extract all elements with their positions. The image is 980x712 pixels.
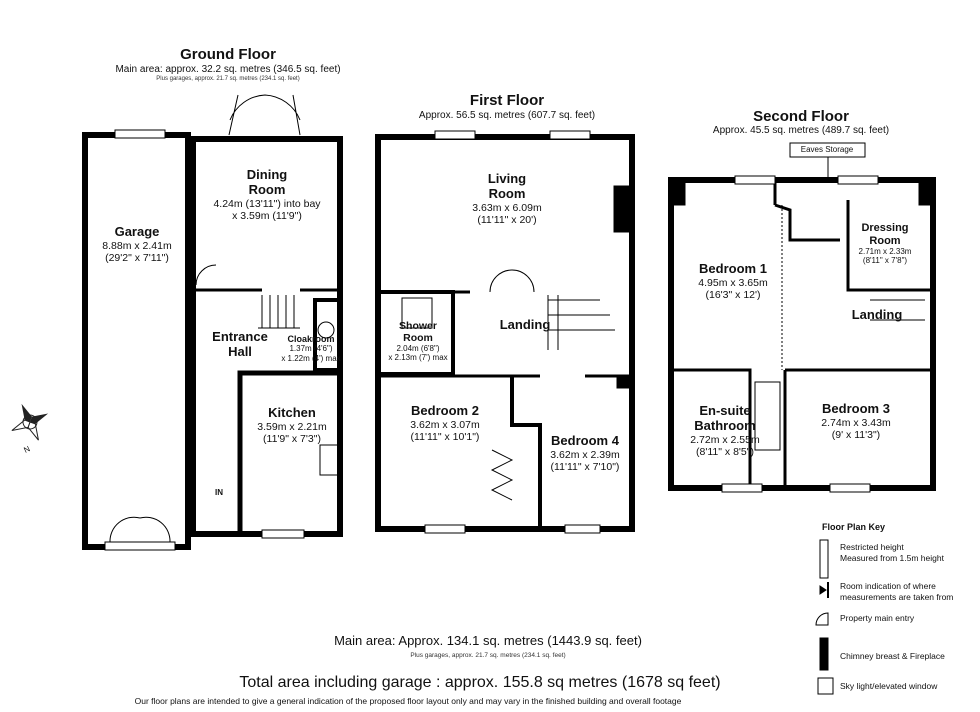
key-icons (815, 539, 834, 695)
compass-icon (11, 403, 49, 441)
measurement-indicator-icon (819, 582, 829, 598)
key-title: Floor Plan Key (822, 522, 886, 532)
key-measurement-indicator: Room indication of where measurements ar… (840, 581, 954, 603)
main-entry-icon (815, 612, 829, 626)
entry-label: IN (215, 488, 223, 497)
key-chimney: Chimney breast & Fireplace (840, 651, 945, 661)
key-skylight: Sky light/elevated window (840, 681, 938, 691)
eaves-storage-label: Eaves Storage (800, 145, 854, 154)
total-main-area: Main area: Approx. 134.1 sq. metres (144… (334, 633, 642, 648)
total-garage-area: Plus garages, approx. 21.7 sq. metres (2… (410, 652, 566, 659)
room-bedroom-1: Bedroom 1 4.95m x 3.65m (16'3" x 12') (698, 261, 768, 301)
first-floor-area: Approx. 56.5 sq. metres (607.7 sq. feet) (418, 110, 596, 121)
room-bedroom-4: Bedroom 4 3.62m x 2.39m (11'11" x 7'10") (550, 433, 620, 473)
first-floor-plan (375, 130, 635, 534)
ground-floor-title: Ground Floor (180, 46, 276, 63)
ground-floor-plan (82, 94, 343, 551)
ground-floor-area: Main area: approx. 32.2 sq. metres (346.… (115, 64, 341, 75)
second-floor-title: Second Floor (753, 108, 849, 125)
chimney-icon (819, 637, 829, 671)
room-kitchen: Kitchen 3.59m x 2.21m (11'9" x 7'3") (257, 405, 327, 445)
key-main-entry: Property main entry (840, 613, 915, 623)
room-cloakroom: Cloakroom 1.37m (4'6") x 1.22m (4') max (281, 334, 341, 363)
restricted-height-icon (819, 539, 829, 579)
room-bedroom-3: Bedroom 3 2.74m x 3.43m (9' x 11'3") (821, 401, 891, 441)
skylight-icon (817, 677, 834, 695)
room-shower: Shower Room 2.04m (6'8") x 2.13m (7') ma… (388, 320, 448, 363)
room-dressing: Dressing Room 2.71m x 2.33m (8'11" x 7'8… (858, 222, 912, 266)
room-ensuite: En-suite Bathroom 2.72m x 2.55m (8'11" x… (690, 403, 760, 458)
room-entrance-hall: Entrance Hall (212, 329, 268, 359)
second-floor-plan (668, 142, 936, 493)
room-garage: Garage 8.88m x 2.41m (29'2" x 7'11") (102, 224, 172, 264)
room-landing-first: Landing (499, 317, 551, 332)
key-restricted-height: Restricted height Measured from 1.5m hei… (840, 542, 944, 564)
room-landing-second: Landing (851, 307, 903, 322)
total-area: Total area including garage : approx. 15… (239, 674, 721, 691)
disclaimer: Our floor plans are intended to give a g… (134, 696, 682, 706)
room-living: Living Room 3.63m x 6.09m (11'11" x 20') (472, 171, 542, 226)
second-floor-area: Approx. 45.5 sq. metres (489.7 sq. feet) (712, 125, 890, 136)
room-dining: Dining Room 4.24m (13'11") into bay x 3.… (213, 167, 321, 222)
room-bedroom-2: Bedroom 2 3.62m x 3.07m (11'11" x 10'1") (410, 403, 480, 443)
ground-floor-garage-area: Plus garages, approx. 21.7 sq. metres (2… (156, 76, 300, 82)
first-floor-title: First Floor (469, 92, 545, 109)
